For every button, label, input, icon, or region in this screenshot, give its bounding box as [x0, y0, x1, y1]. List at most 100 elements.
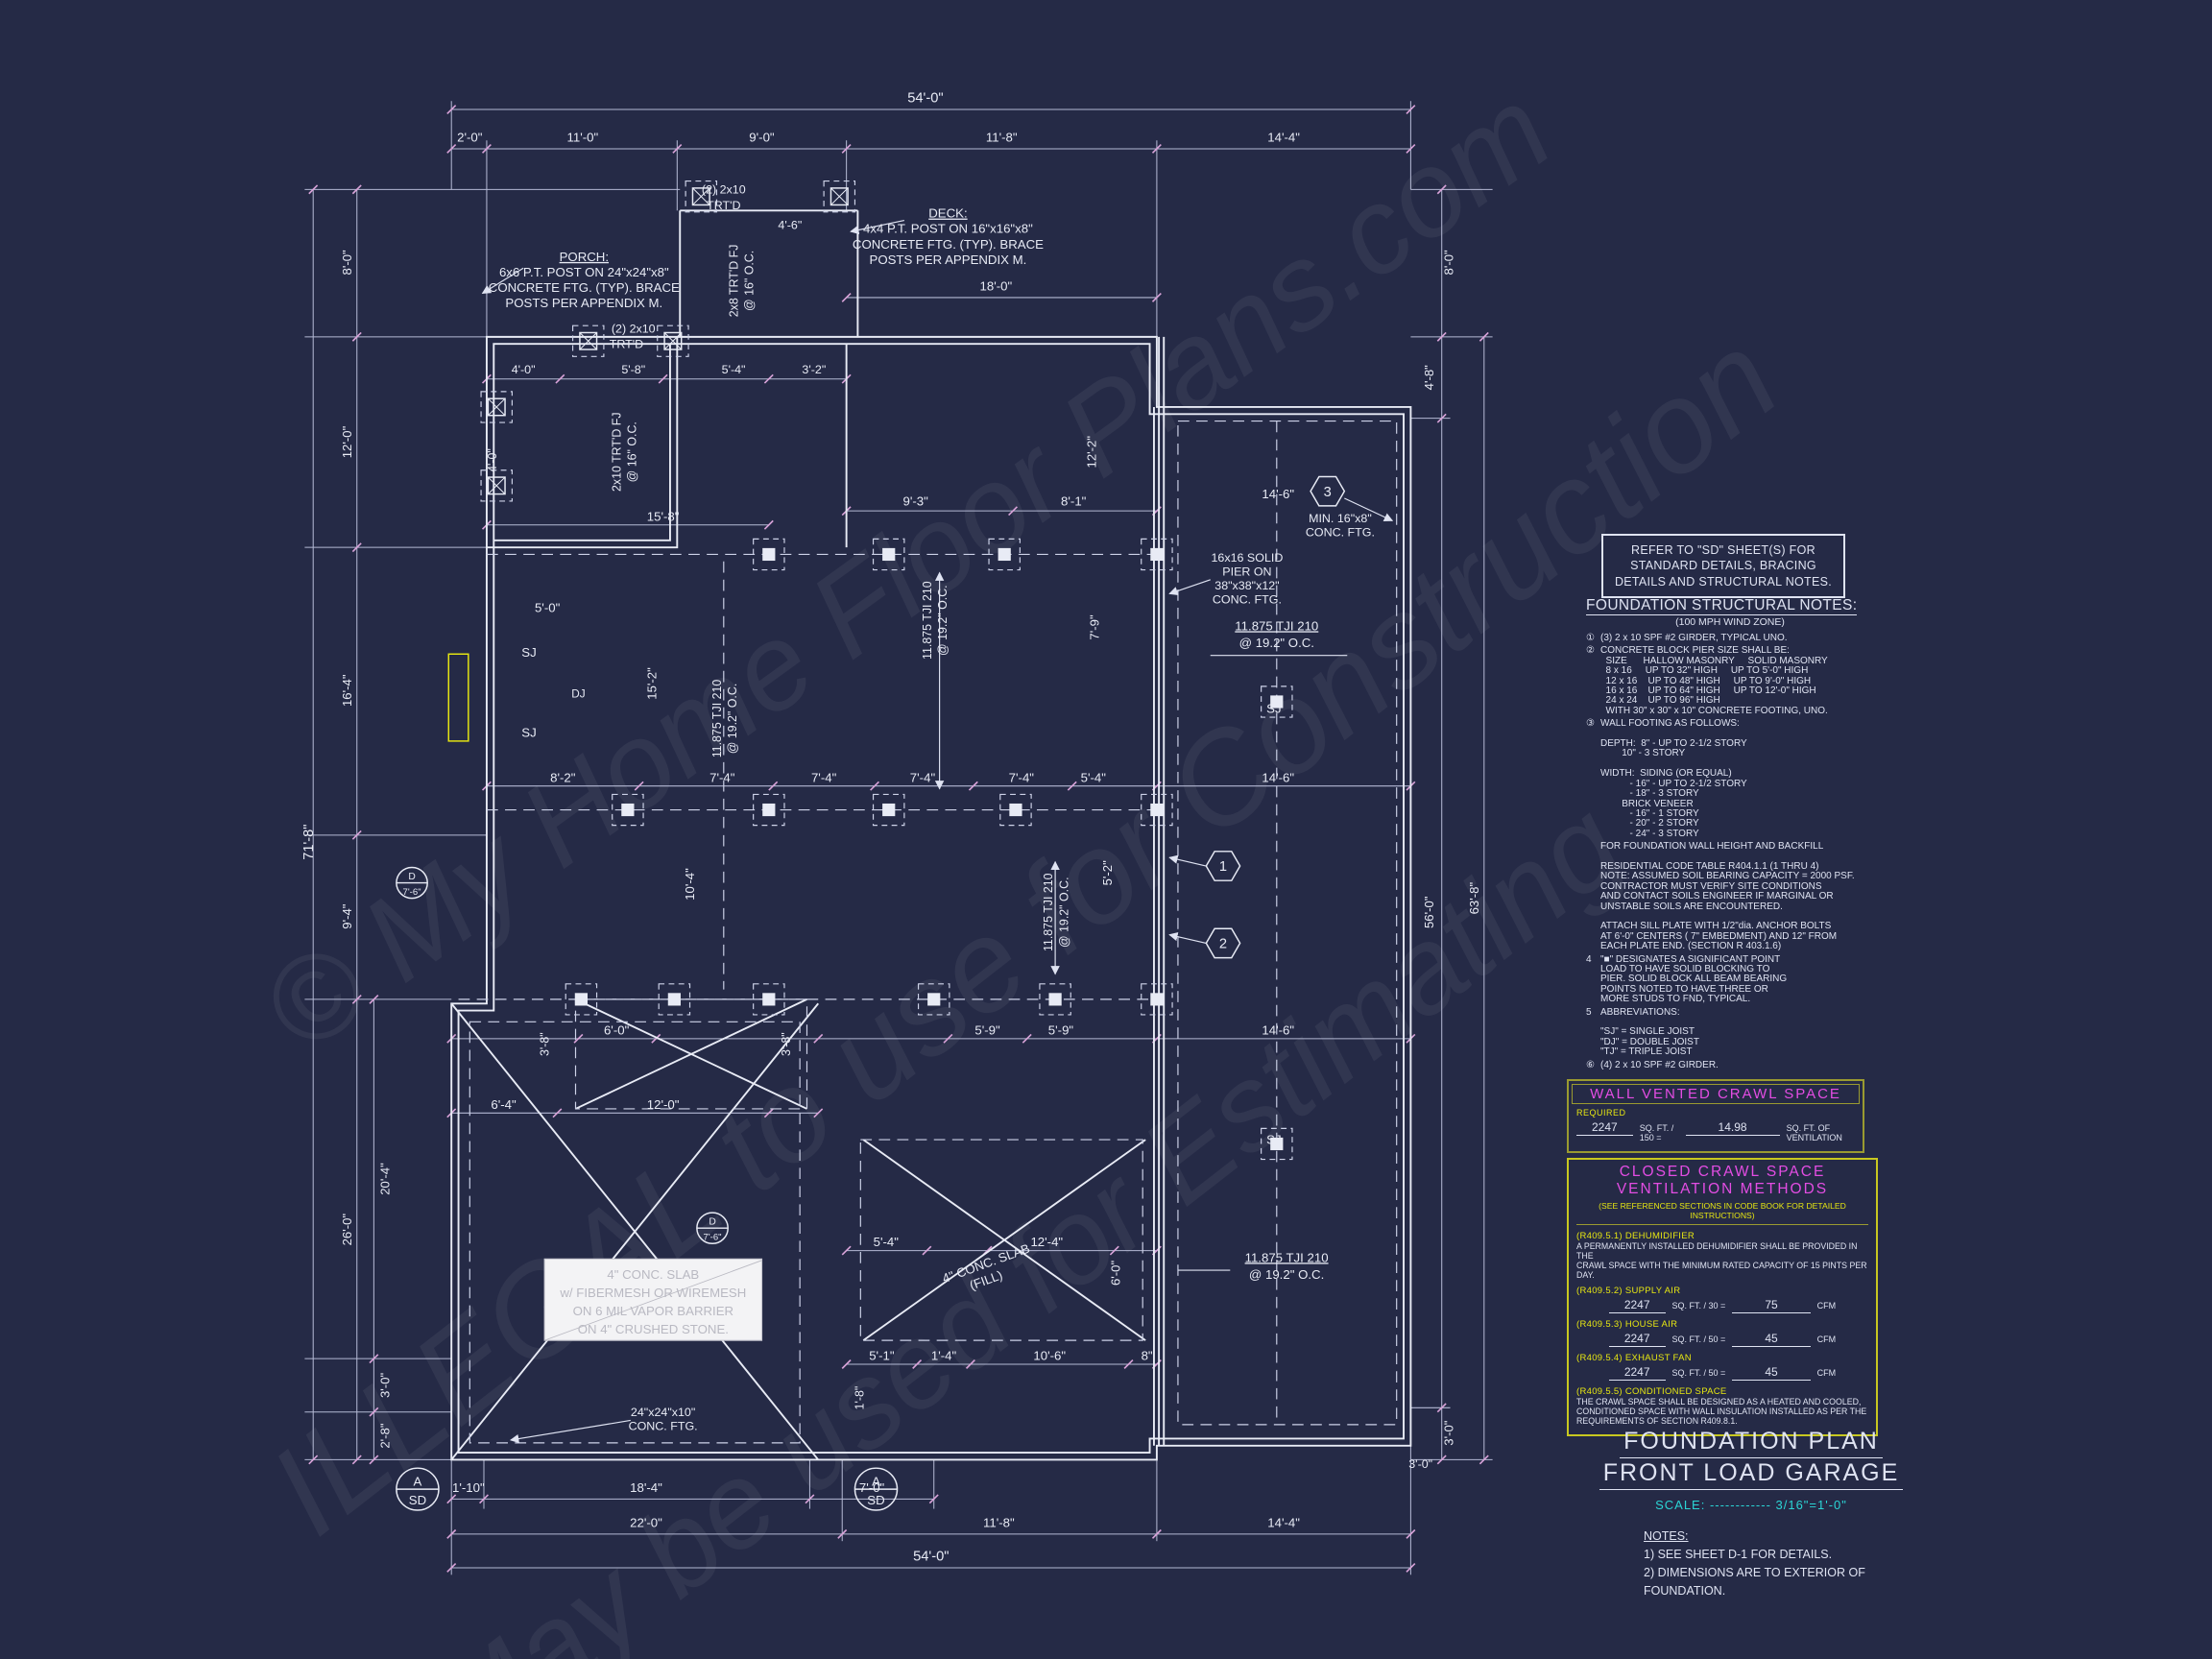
hex-callout-number: 1 [1219, 859, 1227, 875]
plan-label: @ 19.2" O.C. [1249, 1267, 1324, 1282]
section-heading: (R409.5.1) DEHUMIDIFIER [1576, 1231, 1695, 1241]
plan-label: 1'-10" [452, 1480, 485, 1495]
plan-label: 7'-4" [709, 770, 735, 784]
structural-notes-body: ①(3) 2 x 10 SPF #2 GIRDER, TYPICAL UNO.②… [1586, 633, 1880, 1073]
sheet-title-text1: FOUNDATION PLAN [1620, 1427, 1883, 1458]
plan-label: 5'-4" [874, 1235, 900, 1249]
plan-label: 2x8 TRT'D FJ [727, 245, 740, 318]
scale-note: SCALE: ------------ 3/16"=1'-0" [1655, 1498, 1847, 1512]
plan-label: 6x6 P.T. POST ON 24"x24"x8" [499, 265, 669, 279]
titleblock-notes-title: NOTES: [1644, 1529, 1689, 1543]
plan-label: @ 19.2" O.C. [1239, 636, 1314, 650]
plan-label: 54'-0" [907, 91, 943, 107]
sqft-value: 2247 [1608, 1365, 1666, 1381]
plan-label: 3'-0" [1441, 1420, 1455, 1446]
plan-label: 63'-8" [1467, 882, 1481, 915]
section-marker-bottom: 7'-6" [403, 887, 421, 898]
plan-label: 14'-4" [1267, 1516, 1300, 1530]
plan-label: POSTS PER APPENDIX M. [870, 252, 1027, 267]
section-heading: (R409.5.2) SUPPLY AIR [1576, 1286, 1681, 1296]
plan-label: 10'-4" [683, 868, 697, 901]
vent-table-body: REQUIRED 2247 SQ. FT. / 150 = 14.98 SQ. … [1569, 1107, 1863, 1151]
plan-label: 12'-0" [340, 425, 354, 458]
plan-label: 6'-4" [491, 1097, 517, 1112]
section-heading: (R409.5.3) HOUSE AIR [1576, 1319, 1678, 1330]
sqft-value: 2247 [1608, 1298, 1666, 1313]
plan-label: 2'-8" [378, 1423, 393, 1449]
vent-result-value: 14.98 [1685, 1120, 1780, 1136]
note-marker: 4 [1586, 953, 1592, 965]
slab-note-line: 4" CONC. SLAB [607, 1267, 699, 1282]
plan-label: 3'-0" [378, 1373, 393, 1399]
plan-label: 6'-0" [1109, 1261, 1123, 1286]
plan-label: 2'-0" [457, 131, 483, 145]
plan-label: 8'-1" [1061, 493, 1087, 508]
plan-label: 2x10 TRT'D FJ [611, 412, 624, 492]
plan-label: 5'-1" [869, 1349, 895, 1363]
foundation-walls [447, 209, 1412, 1461]
structural-note-paragraph: FOR FOUNDATION WALL HEIGHT AND BACKFILL … [1586, 841, 1880, 951]
closed-table-subtitle: (SEE REFERENCED SECTIONS IN CODE BOOK FO… [1576, 1201, 1868, 1225]
titleblock-notes: NOTES: 1) SEE SHEET D-1 FOR DETAILS. 2) D… [1644, 1527, 1912, 1600]
slab-note-line: ON 6 MIL VAPOR BARRIER [573, 1304, 734, 1318]
section-marker-bottom: 7'-6" [704, 1233, 722, 1243]
vent-formula: SQ. FT. / 150 = [1639, 1123, 1674, 1142]
plan-label: TRT'D [707, 199, 740, 212]
plan-label: CONCRETE FTG. (TYP). BRACE [489, 280, 680, 295]
plan-label: 26'-0" [340, 1214, 354, 1246]
note-text: WALL FOOTING AS FOLLOWS: DEPTH: 8" - UP … [1600, 718, 1747, 839]
note-text: ABBREVIATIONS: "SJ" = SINGLE JOIST "DJ" … [1600, 1006, 1699, 1058]
plan-label: 7'-4" [1009, 770, 1035, 784]
plan-label: 1'-4" [931, 1349, 957, 1363]
plan-label: SJ [521, 726, 536, 740]
plan-label: CONC. FTG. [1213, 593, 1282, 607]
plan-label: 54'-0" [913, 1550, 949, 1565]
plan-label: 14'-4" [1267, 131, 1300, 145]
plan-label: 5'-8" [621, 363, 645, 376]
section-heading: (R409.5.5) CONDITIONED SPACE [1576, 1386, 1727, 1397]
plan-label: 3'-0" [1408, 1457, 1432, 1471]
plan-label: 4x4 P.T. POST ON 16"x16"x8" [863, 222, 1033, 236]
section-marker-bottom: SD [409, 1493, 426, 1507]
plan-label: 18'-4" [630, 1480, 662, 1495]
section-marker-top: D [408, 872, 415, 882]
plan-label: 11.875 TJI 210 [1245, 1250, 1329, 1264]
hex-callout [1310, 475, 1346, 507]
note-marker: ⑥ [1586, 1059, 1595, 1070]
plan-label: 38"x38"x12" [1214, 579, 1279, 592]
titleblock-note-item: 2) DIMENSIONS ARE TO EXTERIOR OF FOUNDAT… [1644, 1566, 1865, 1598]
result-value: 75 [1732, 1298, 1811, 1313]
closed-table-title-line1: CLOSED CRAWL SPACE [1619, 1164, 1826, 1180]
plan-label: 8'-0" [340, 250, 354, 276]
plan-label: CONCRETE FTG. (TYP). BRACE [853, 237, 1044, 252]
plan-label: 3'-8" [539, 1032, 552, 1056]
plan-labels: 54'-0"2'-0"11'-0"9'-0"11'-8"14'-4"71'-8"… [301, 91, 1481, 1565]
note-text: (4) 2 x 10 SPF #2 GIRDER. [1600, 1059, 1719, 1070]
plan-label: DJ [571, 688, 585, 701]
plan-label: CONC. FTG. [1306, 525, 1375, 539]
leader-lines [481, 219, 1394, 1444]
refer-note-box: REFER TO "SD" SHEET(S) FOR STANDARD DETA… [1601, 534, 1845, 598]
plan-label: 11'-0" [567, 131, 599, 145]
wall-vented-crawl-space-table: WALL VENTED CRAWL SPACE REQUIRED 2247 SQ… [1567, 1079, 1864, 1153]
note-marker: ① [1586, 633, 1595, 643]
titleblock-note-item: 1) SEE SHEET D-1 FOR DETAILS. [1644, 1548, 1833, 1561]
plan-label: 14'-6" [1262, 770, 1294, 784]
plan-label: @ 16" O.C. [626, 421, 639, 482]
section-marker-bottom: SD [867, 1493, 884, 1507]
structural-note-paragraph: ①(3) 2 x 10 SPF #2 GIRDER, TYPICAL UNO. [1586, 633, 1880, 643]
plan-label: (2) 2x10 [612, 323, 656, 336]
plan-label: SJ [521, 645, 536, 660]
plan-label: 9'-0" [749, 131, 775, 145]
wind-zone-subtitle: (100 MPH WIND ZONE) [1675, 616, 1785, 628]
plan-label: 3'-2" [802, 363, 826, 376]
plan-label: CONC. FTG. [629, 1420, 698, 1433]
